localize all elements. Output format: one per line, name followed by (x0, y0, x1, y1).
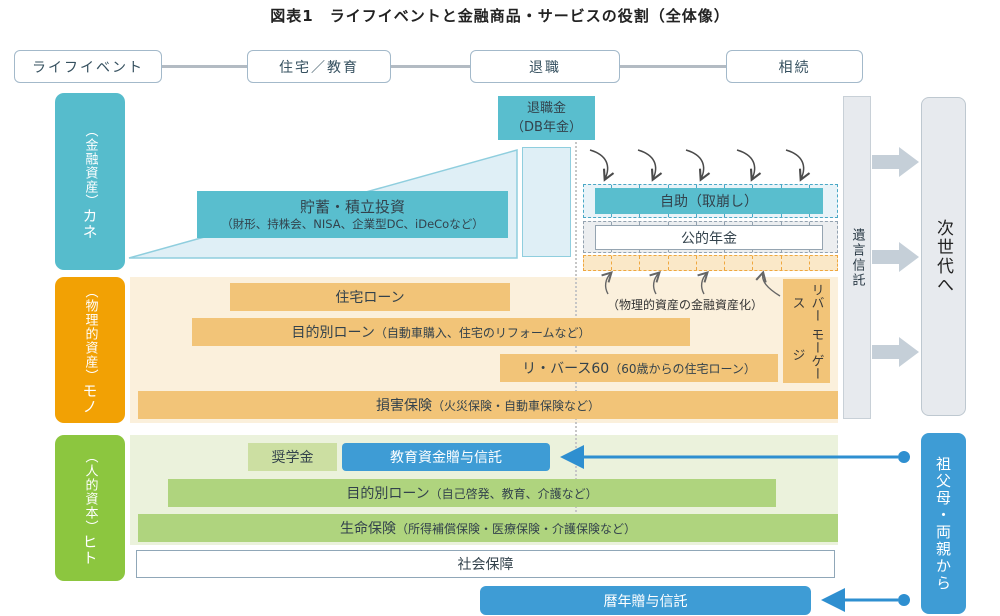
savings-investment-note: （財形、持株会、NISA、企業型DC、iDeCoなど） (221, 216, 484, 231)
life-insurance-label: 生命保険 (339, 521, 396, 537)
mono-purpose-loan-note: （自動車購入、住宅のリフォームなど） (374, 325, 591, 340)
timeline-connector (162, 65, 247, 68)
savings-investment-label: 貯蓄・積立投資 (299, 197, 405, 216)
axis-label-human-sub: （人的資本） (82, 450, 98, 534)
severance-pay-box: 退職金 （DB年金） (498, 96, 595, 140)
hito-purpose-loan-bar: 目的別ローン （自己啓発、教育、介護など） (168, 479, 776, 507)
severance-pay-line2: （DB年金） (511, 120, 582, 135)
reverse60-bar: リ・バース60 （60歳からの住宅ローン） (500, 354, 778, 382)
axis-label-money-main: カネ (80, 207, 99, 240)
timeline-connector (620, 65, 726, 68)
casualty-insurance-note: （火災保険・自動車保険など） (431, 398, 600, 413)
public-pension-box: 公的年金 (595, 225, 823, 250)
timeline-box-housing-education: 住宅／教育 (247, 50, 391, 83)
axis-label-money: （金融資産） カネ (55, 93, 125, 270)
securitization-note: （物理的資産の金融資産化） (606, 298, 763, 312)
timeline-box-retirement: 退職 (470, 50, 620, 83)
axis-label-human: （人的資本） ヒト (55, 435, 125, 581)
life-insurance-bar: 生命保険 （所得補償保険・医療保険・介護保険など） (138, 514, 838, 542)
timeline-connector (391, 65, 470, 68)
grandparents-parents-bar: 祖父母・両親から (921, 433, 966, 614)
asset-securitization-strip (583, 255, 838, 271)
savings-investment-bar: 貯蓄・積立投資 （財形、持株会、NISA、企業型DC、iDeCoなど） (197, 191, 508, 238)
timeline-box-inheritance: 相続 (726, 50, 863, 83)
drawdown-arrows (589, 149, 811, 182)
severance-pay-line1: 退職金 (526, 100, 566, 116)
housing-loan-bar: 住宅ローン (230, 283, 510, 311)
hito-purpose-loan-label: 目的別ローン (346, 486, 430, 502)
social-security-box: 社会保障 (136, 550, 835, 578)
life-insurance-note: （所得補償保険・医療保険・介護保険など） (395, 521, 636, 536)
reverse-mortgage-box: リバース モーゲージ (783, 279, 830, 383)
inheritance-block-arrows (872, 147, 919, 367)
reverse-mortgage-part1: リバース (789, 282, 824, 322)
reverse-mortgage-part2: モーゲージ (789, 328, 824, 381)
education-gift-trust-bar: 教育資金贈与信託 (342, 443, 550, 471)
mono-purpose-loan-bar: 目的別ローン （自動車購入、住宅のリフォームなど） (192, 318, 690, 346)
hito-purpose-loan-note: （自己啓発、教育、介護など） (429, 486, 598, 501)
casualty-insurance-bar: 損害保険 （火災保険・自動車保険など） (138, 391, 838, 419)
next-generation-bar: 次世代へ (921, 97, 966, 416)
will-trust-bar: 遺言信託 (843, 96, 871, 419)
reverse60-label: リ・バース60 (522, 361, 610, 377)
figure-title: 図表1 ライフイベントと金融商品・サービスの役割（全体像） (270, 7, 730, 25)
mono-purpose-loan-label: 目的別ローン (291, 325, 375, 341)
axis-label-physical-main: モノ (80, 383, 99, 415)
axis-label-physical-sub: （物理的資産） (82, 285, 98, 383)
asset-at-retirement-block (522, 147, 571, 257)
axis-label-human-main: ヒト (80, 534, 99, 566)
axis-label-money-sub: （金融資産） (82, 123, 98, 208)
timeline-box-life-event: ライフイベント (14, 50, 162, 83)
self-help-bar: 自助（取崩し） (595, 188, 823, 214)
scholarship-bar: 奨学金 (248, 443, 337, 471)
casualty-insurance-label: 損害保険 (375, 398, 432, 414)
reverse60-note: （60歳からの住宅ローン） (609, 361, 756, 376)
calendar-gift-trust-bar: 暦年贈与信託 (480, 586, 811, 615)
axis-label-physical: （物理的資産） モノ (55, 277, 125, 423)
